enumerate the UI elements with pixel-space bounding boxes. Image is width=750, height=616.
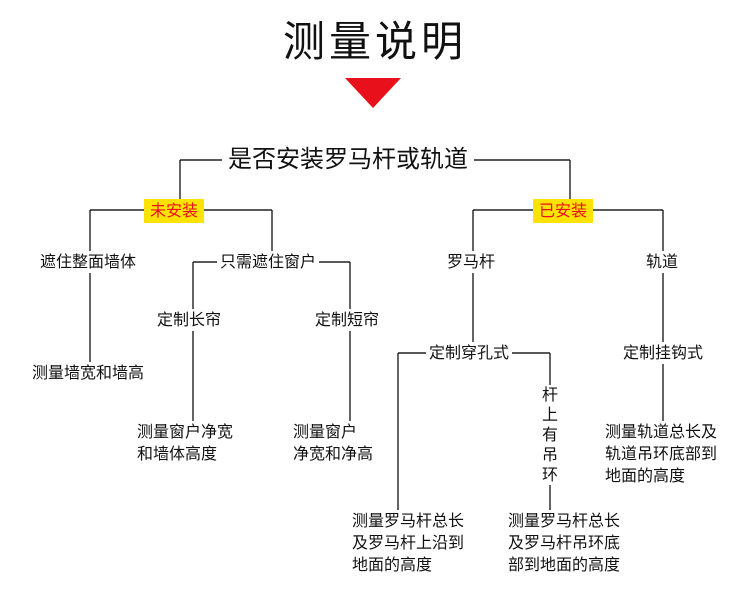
long-curtain-node: 定制长帘	[154, 309, 225, 331]
down-arrow-icon	[345, 78, 401, 108]
instruction-line: 测量墙宽和墙高	[32, 363, 145, 382]
track-node: 轨道	[643, 251, 682, 273]
custom-perforated-node: 定制穿孔式	[426, 342, 513, 364]
instruction-line: 测量轨道总长及	[605, 422, 718, 441]
instruction-line: 及罗马杆吊环底	[508, 533, 621, 552]
instruction-line: 轨道吊环底部到	[605, 444, 718, 463]
custom-hook-node: 定制挂钩式	[620, 342, 707, 364]
root-question: 是否安装罗马杆或轨道	[222, 144, 474, 174]
instruction-line: 地面的高度	[605, 466, 686, 485]
not-installed-badge: 未安装	[144, 199, 205, 223]
instruction-line: 测量罗马杆总长	[508, 511, 621, 530]
rod-ring-instruction: 测量罗马杆总长 及罗马杆吊环底 部到地面的高度	[505, 510, 624, 576]
short-curtain-node: 定制短帘	[312, 309, 383, 331]
instruction-line: 净宽和净高	[293, 444, 374, 463]
instruction-line: 测量窗户	[293, 422, 358, 441]
track-instruction: 测量轨道总长及 轨道吊环底部到 地面的高度	[602, 421, 721, 487]
installed-badge: 已安装	[533, 199, 594, 223]
rod-top-instruction: 测量罗马杆总长 及罗马杆上沿到 地面的高度	[349, 510, 468, 576]
instruction-line: 地面的高度	[352, 555, 433, 574]
cover-wall-node: 遮住整面墙体	[37, 251, 140, 273]
instruction-line: 测量罗马杆总长	[352, 511, 465, 530]
long-curtain-instruction: 测量窗户净宽 和墙体高度	[134, 421, 237, 465]
short-curtain-instruction: 测量窗户 净宽和净高	[290, 421, 377, 465]
instruction-line: 和墙体高度	[137, 444, 218, 463]
cover-window-node: 只需遮住窗户	[217, 251, 320, 273]
roman-rod-node: 罗马杆	[444, 251, 499, 273]
rod-has-rings-node: 杆上有吊环	[538, 385, 562, 485]
page-title: 测量说明	[282, 17, 467, 66]
instruction-line: 部到地面的高度	[508, 555, 621, 574]
instruction-line: 及罗马杆上沿到	[352, 533, 465, 552]
instruction-line: 测量窗户净宽	[137, 422, 234, 441]
cover-wall-instruction: 测量墙宽和墙高	[29, 362, 148, 384]
